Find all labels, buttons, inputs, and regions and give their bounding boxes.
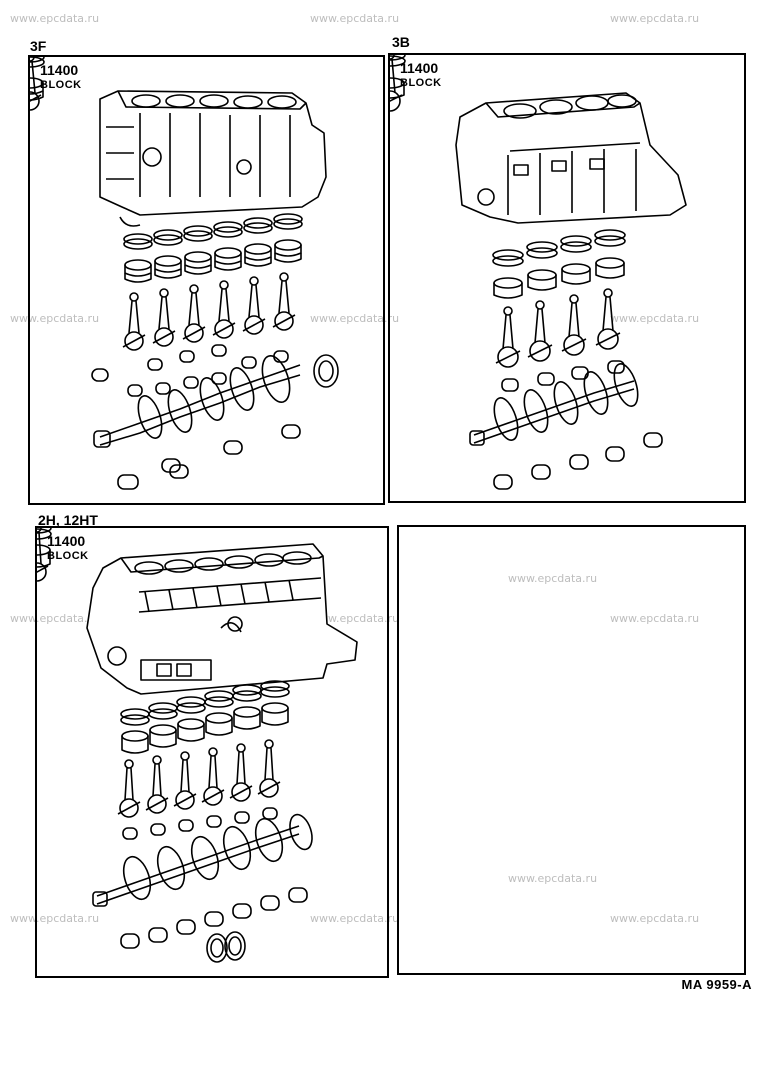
cylinder-block xyxy=(99,90,327,227)
watermark: www.epcdata.ru xyxy=(310,612,400,625)
engine-block-exploded-diagram xyxy=(37,528,358,963)
watermark: www.epcdata.ru xyxy=(10,612,100,625)
engine-block-exploded-diagram xyxy=(30,57,339,490)
part-number: 11400 xyxy=(47,533,86,549)
part-number: 11400 xyxy=(40,62,79,78)
watermark: www.epcdata.ru xyxy=(610,12,700,25)
engine-label-2h: 2H, 12HT xyxy=(38,512,98,528)
part-code: 11400 BLOCK xyxy=(400,61,442,91)
connecting-rod-set xyxy=(30,57,296,351)
engine-block-exploded-diagram xyxy=(390,55,687,490)
bearing-set xyxy=(122,807,278,840)
crankshaft xyxy=(93,355,301,448)
main-bearing-set xyxy=(493,432,663,490)
crankshaft xyxy=(92,813,313,907)
bearing-set xyxy=(501,360,625,392)
panel-empty xyxy=(397,525,746,975)
watermark: www.epcdata.ru xyxy=(10,912,100,925)
cylinder-block xyxy=(86,543,358,695)
piston-and-ring-set xyxy=(390,55,626,299)
panel-2h-12ht-block[interactable]: 11400 BLOCK xyxy=(35,526,389,978)
watermark: www.epcdata.ru xyxy=(310,12,400,25)
panel-3f-block[interactable]: 11400 BLOCK xyxy=(28,55,385,505)
part-number: 11400 xyxy=(400,60,439,76)
connecting-rod-set xyxy=(37,528,281,818)
main-bearing-set xyxy=(120,887,308,963)
part-name: BLOCK xyxy=(40,79,82,91)
watermark: www.epcdata.ru xyxy=(610,312,700,325)
part-name: BLOCK xyxy=(400,77,442,89)
piston-and-ring-set xyxy=(37,528,290,754)
cylinder-block xyxy=(455,92,687,224)
watermark: www.epcdata.ru xyxy=(310,312,400,325)
watermark: www.epcdata.ru xyxy=(10,312,100,325)
part-code: 11400 BLOCK xyxy=(47,534,89,564)
reference-code: MA 9959-A xyxy=(681,977,752,992)
engine-label-3f: 3F xyxy=(30,38,47,54)
watermark: www.epcdata.ru xyxy=(610,912,700,925)
watermark: www.epcdata.ru xyxy=(310,912,400,925)
watermark: www.epcdata.ru xyxy=(610,612,700,625)
piston-and-ring-set xyxy=(30,57,303,283)
bearing-set xyxy=(91,344,339,397)
connecting-rod-set xyxy=(390,55,621,368)
watermark: www.epcdata.ru xyxy=(508,872,598,885)
watermark: www.epcdata.ru xyxy=(508,572,598,585)
crankshaft xyxy=(469,363,639,446)
watermark: www.epcdata.ru xyxy=(10,12,100,25)
part-code: 11400 BLOCK xyxy=(40,63,82,93)
part-name: BLOCK xyxy=(47,550,89,562)
main-bearing-set xyxy=(117,424,301,490)
engine-label-3b: 3B xyxy=(392,34,410,50)
panel-3b-block[interactable]: 11400 BLOCK xyxy=(388,53,746,503)
